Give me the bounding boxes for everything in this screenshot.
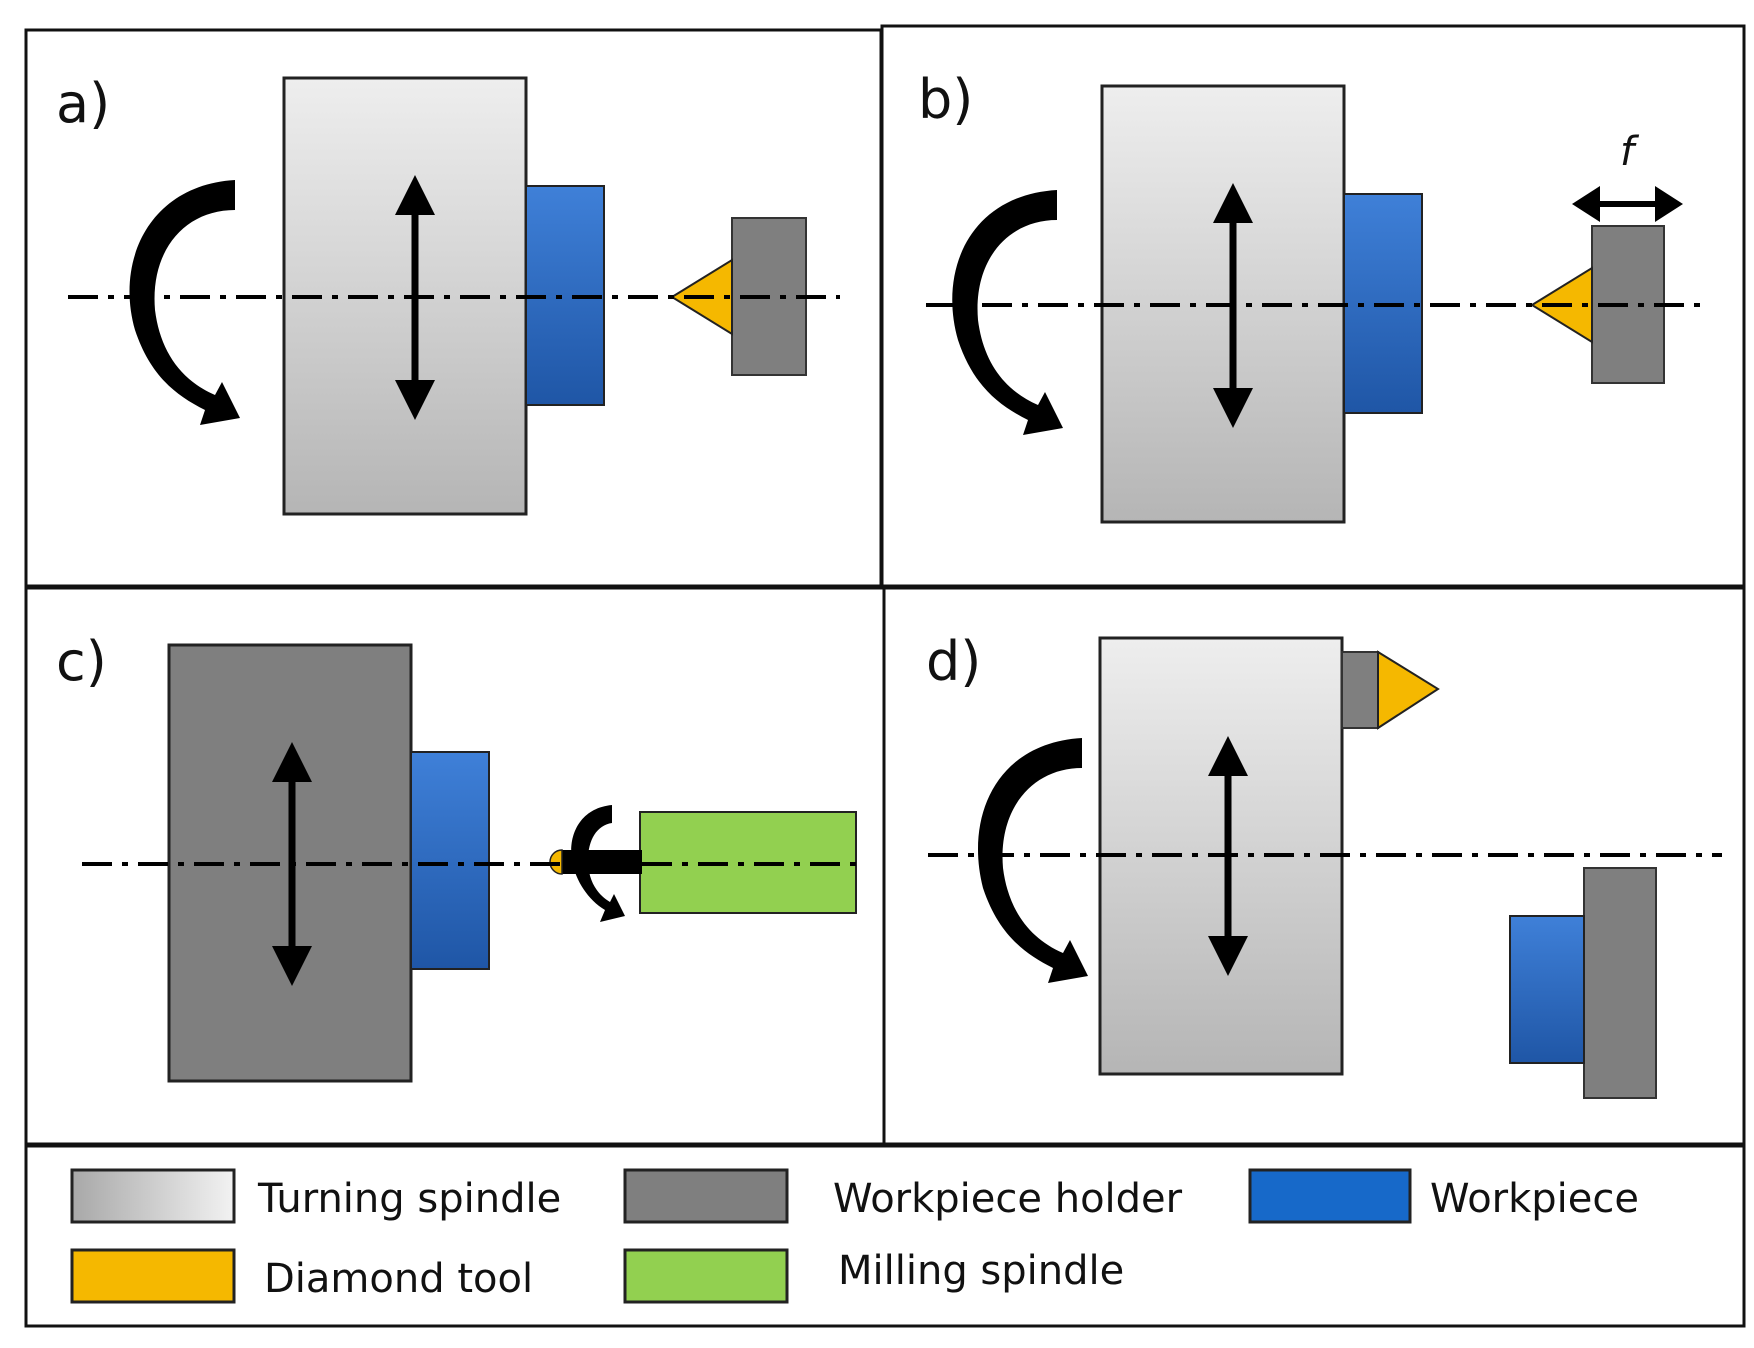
panel-d-frame — [882, 586, 1746, 1146]
arrow-left-icon — [1572, 186, 1600, 222]
legend-label-turning-spindle: Turning spindle — [257, 1176, 561, 1222]
arrow-up-icon — [395, 175, 435, 215]
feed-label: f — [1620, 129, 1640, 175]
rotation-arrow-icon — [977, 738, 1088, 983]
panel-b-frame — [880, 24, 1746, 588]
workpiece — [1509, 915, 1585, 1064]
arrow-up-icon — [272, 742, 312, 782]
legend-swatch-workpiece — [1248, 1168, 1412, 1224]
legend-swatch-milling-spindle — [623, 1248, 789, 1304]
rotation-arrow-icon — [571, 805, 625, 922]
arrow-right-icon — [1655, 186, 1683, 222]
panel-d-label: d) — [926, 630, 981, 693]
arrow-up-icon — [1213, 183, 1253, 223]
panel-a: a) — [56, 72, 840, 516]
workpiece-holder — [1583, 867, 1657, 1099]
legend-label-workpiece-holder: Workpiece holder — [833, 1176, 1183, 1222]
legend-swatch-turning-spindle — [70, 1168, 236, 1224]
panel-b: b) f — [918, 68, 1700, 524]
tool-holder — [1341, 651, 1379, 729]
legend-swatch-workpiece-holder — [623, 1168, 789, 1224]
legend-label-workpiece: Workpiece — [1430, 1176, 1639, 1222]
arrow-down-icon — [1213, 388, 1253, 428]
workpiece — [410, 751, 490, 970]
legend-label-milling-spindle: Milling spindle — [838, 1248, 1124, 1294]
panel-c-label: c) — [56, 630, 107, 693]
legend-swatch-diamond-tool — [70, 1248, 236, 1304]
arrow-down-icon — [272, 946, 312, 986]
panel-c: c) — [56, 630, 857, 1083]
diamond-tool — [1377, 650, 1440, 730]
legend-label-diamond-tool: Diamond tool — [264, 1256, 533, 1302]
rotation-arrow-icon — [129, 180, 240, 425]
panel-d: d) — [926, 630, 1722, 1099]
panel-frames — [24, 24, 1746, 1328]
rotation-arrow-icon — [952, 190, 1063, 435]
panel-a-label: a) — [56, 72, 110, 135]
arrow-down-icon — [1208, 936, 1248, 976]
legend: Turning spindle Workpiece holder Workpie… — [70, 1168, 1639, 1304]
arrow-down-icon — [395, 380, 435, 420]
panel-b-label: b) — [918, 68, 973, 131]
arrow-up-icon — [1208, 736, 1248, 776]
legend-frame — [24, 1144, 1746, 1328]
